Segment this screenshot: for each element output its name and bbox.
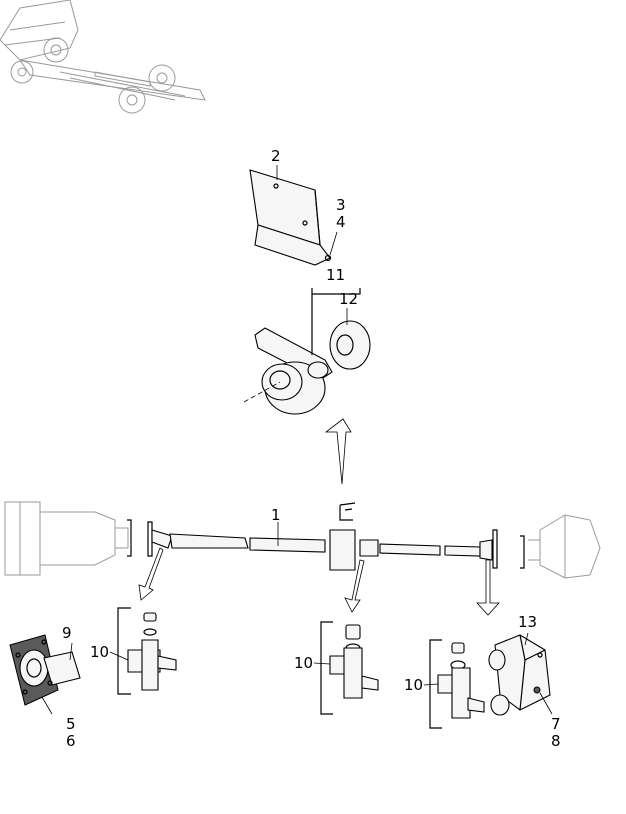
down-arrow-left xyxy=(138,547,164,601)
callout-4: 4 xyxy=(336,213,346,231)
ujoint-kit-a xyxy=(127,612,177,691)
ujoint-kit-c xyxy=(437,642,485,719)
callout-13: 13 xyxy=(518,613,537,631)
callout-7: 7 xyxy=(551,715,561,733)
up-arrow xyxy=(324,418,352,485)
callout-2: 2 xyxy=(271,147,281,165)
leader-lines xyxy=(41,165,553,715)
callout-9: 9 xyxy=(62,624,72,642)
down-arrow-right xyxy=(476,559,500,616)
propeller-shaft xyxy=(147,521,498,571)
shaft-clip xyxy=(339,502,356,521)
callout-6: 6 xyxy=(66,732,76,750)
callout-8: 8 xyxy=(551,732,561,750)
truck-thumbnail xyxy=(0,0,206,114)
slip-yoke xyxy=(488,634,551,716)
callout-5: 5 xyxy=(66,715,76,733)
bearing-washer xyxy=(329,320,371,370)
callout-3: 3 xyxy=(336,196,346,214)
callout-1: 1 xyxy=(271,506,281,524)
callout-12: 12 xyxy=(339,290,358,308)
center-bearing xyxy=(243,327,333,415)
gearbox xyxy=(4,501,132,576)
callout-10b: 10 xyxy=(294,654,313,672)
callout-11: 11 xyxy=(326,266,345,284)
down-arrow-center xyxy=(344,559,365,613)
callout-10c: 10 xyxy=(404,676,423,694)
companion-flange xyxy=(9,634,81,706)
ujoint-kit-b xyxy=(329,624,379,699)
callout-10a: 10 xyxy=(90,643,109,661)
mounting-bracket xyxy=(249,169,332,266)
callouts: 1 2 3 4 5 6 7 8 9 10 10 10 11 12 13 xyxy=(62,147,561,750)
rear-axle xyxy=(520,514,601,579)
